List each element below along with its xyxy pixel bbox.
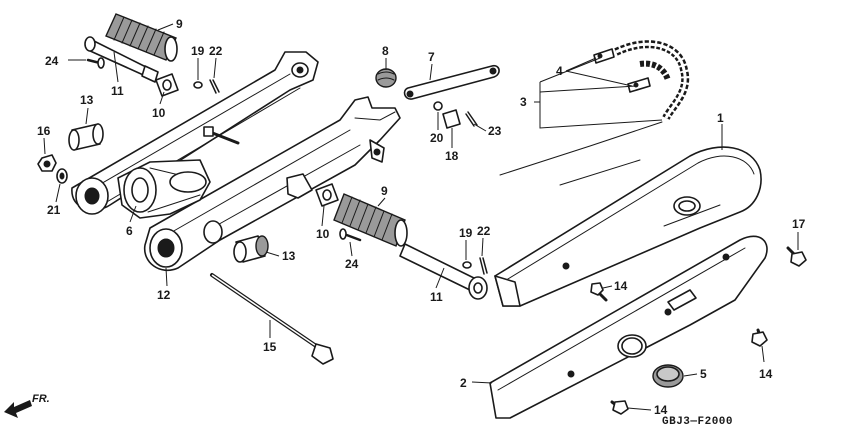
callout-8: 8	[382, 44, 389, 58]
callout-14-c: 14	[654, 403, 668, 417]
part-chain-joint-4	[593, 48, 651, 93]
callout-20: 20	[430, 131, 444, 145]
part-washer-19-lower	[462, 261, 472, 269]
callout-17: 17	[792, 217, 806, 231]
part-chaincase-lower-2	[489, 235, 768, 419]
callout-18: 18	[445, 149, 459, 163]
part-cotter-22-lower	[479, 257, 488, 275]
callout-13-lower: 13	[282, 249, 296, 263]
callout-3: 3	[520, 95, 527, 109]
part-drive-chain	[499, 40, 690, 186]
callout-5: 5	[700, 367, 707, 381]
callout-19-top: 19	[191, 44, 205, 58]
part-bolt-15	[210, 273, 334, 365]
callout-12: 12	[157, 288, 171, 302]
callout-10-top: 10	[152, 106, 166, 120]
part-bolt-14-c	[610, 400, 629, 415]
part-bolt-14-b	[751, 328, 768, 347]
part-bolt-14-a	[590, 282, 608, 302]
callout-4: 4	[556, 64, 563, 78]
part-bracket-lower	[286, 173, 313, 199]
callout-6: 6	[126, 224, 133, 238]
callout-11-top: 11	[111, 84, 124, 98]
front-direction-label: FR.	[32, 393, 50, 405]
callout-14-b: 14	[759, 367, 773, 381]
callout-13-top: 13	[80, 93, 94, 107]
callout-21: 21	[47, 203, 61, 217]
callout-15: 15	[263, 340, 277, 354]
callout-22-top: 22	[209, 44, 223, 58]
front-arrow-icon	[4, 400, 32, 418]
diagram-code: GBJ3—F2000	[662, 416, 733, 428]
callout-16: 16	[37, 124, 51, 138]
callout-1: 1	[717, 111, 724, 125]
part-washer-21	[56, 168, 68, 184]
part-collar-13-lower	[233, 235, 269, 263]
callout-24-lower: 24	[345, 257, 359, 271]
part-washer-10-lower	[315, 183, 339, 207]
part-footpeg-shaft-11-lower	[399, 243, 488, 300]
part-pivot-6	[117, 159, 211, 219]
callout-10-lower: 10	[316, 227, 330, 241]
front-direction-indicator: FR.	[4, 393, 50, 418]
part-washer-20	[433, 101, 443, 111]
part-washer-19-top	[193, 81, 203, 89]
part-swingarm-lower	[144, 96, 401, 271]
leader-lines	[43, 23, 799, 411]
part-collar-13-top	[68, 123, 104, 151]
part-spring-8	[375, 68, 397, 88]
part-bolt-17	[786, 246, 807, 267]
part-bolt-small	[203, 126, 240, 145]
part-cap-5	[652, 364, 684, 388]
part-cotter-23	[465, 111, 478, 127]
callout-7: 7	[428, 50, 435, 64]
part-collar-18	[442, 109, 461, 129]
callout-19-lower: 19	[459, 226, 473, 240]
part-pin-24-lower	[339, 228, 362, 242]
part-footpeg-rubber-9-top	[105, 13, 178, 62]
callout-11-lower: 11	[430, 290, 443, 304]
callout-9-lower: 9	[381, 184, 388, 198]
part-cotter-22-top	[209, 79, 220, 94]
callout-9-top: 9	[176, 17, 183, 31]
callout-23: 23	[488, 124, 502, 138]
callout-24-top: 24	[45, 54, 59, 68]
part-nut-16	[37, 154, 57, 172]
part-chaincase-upper-1	[494, 146, 762, 307]
part-washer-10-top	[155, 73, 179, 97]
part-footpeg-shaft-11-top	[84, 36, 159, 83]
part-link-7	[403, 64, 500, 100]
callout-22-lower: 22	[477, 224, 491, 238]
callout-2: 2	[460, 376, 467, 390]
part-footpeg-rubber-9-lower	[333, 193, 408, 247]
callout-14-a: 14	[614, 279, 628, 293]
callout-labels: 9 24 11 19 22 10 13 16 21 6 12 8 7 20 18…	[37, 17, 806, 417]
part-pin-24-top	[86, 57, 105, 69]
